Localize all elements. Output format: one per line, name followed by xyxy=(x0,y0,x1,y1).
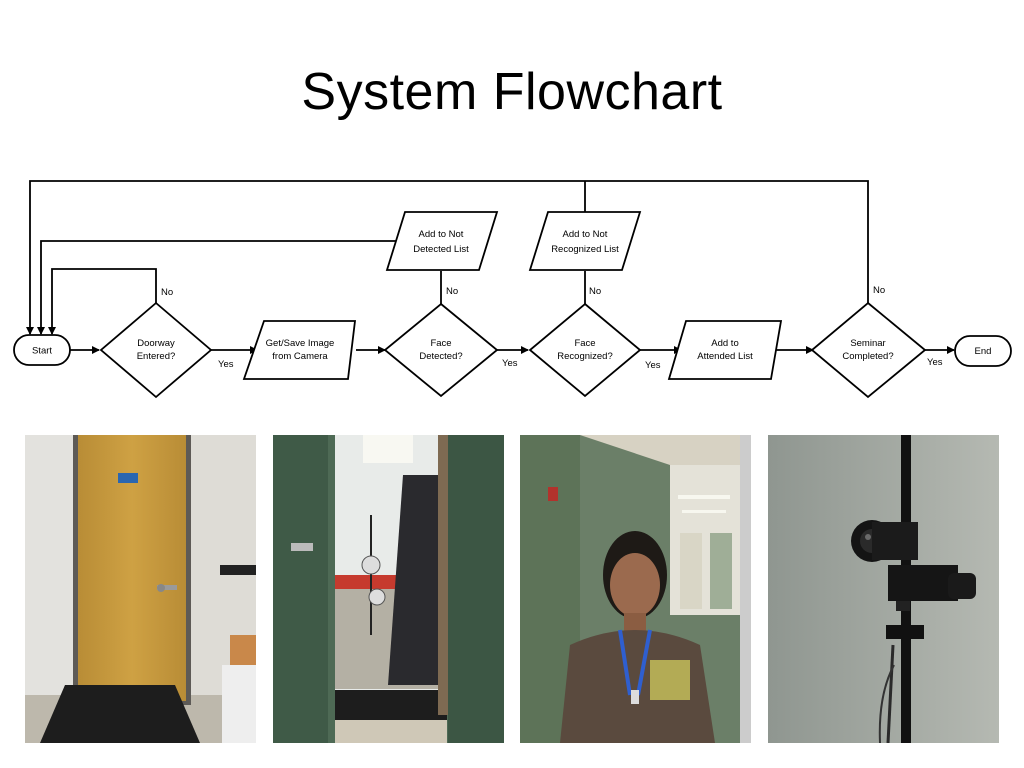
photo-doorway-door xyxy=(25,435,256,743)
seminar-completed-decision: Seminar Completed? xyxy=(810,301,927,399)
facedetected-label-line2: Detected? xyxy=(419,351,462,362)
feedback-loops xyxy=(26,180,869,335)
end-label: End xyxy=(975,346,992,357)
not-detected-list: Add to Not Detected List xyxy=(385,211,499,271)
not-recognized-list: Add to Not Recognized List xyxy=(528,211,642,271)
slide-title: System Flowchart xyxy=(301,63,723,121)
yes-label-facedetected: Yes xyxy=(502,358,518,369)
photo-camera-on-tripod xyxy=(768,435,999,743)
photo-open-doorway-room xyxy=(273,435,504,743)
facedetected-label-line1: Face xyxy=(430,338,451,349)
notrecognized-label-line1: Add to Not xyxy=(563,229,608,240)
doorway-label-line2: Entered? xyxy=(137,351,176,362)
no-label-facedetected: No xyxy=(446,286,458,297)
start-label: Start xyxy=(32,346,52,357)
attended-label-line1: Add to xyxy=(711,338,738,349)
seminar-label-line2: Completed? xyxy=(842,351,893,362)
end-terminal: End xyxy=(954,335,1012,367)
no-label-facerecognized: No xyxy=(589,286,601,297)
yes-label-facerecognized: Yes xyxy=(645,360,661,371)
face-detected-decision: Face Detected? xyxy=(383,302,499,398)
add-attended-process: Add to Attended List xyxy=(667,320,783,380)
seminar-label-line1: Seminar xyxy=(850,338,885,349)
attended-label-line2: Attended List xyxy=(697,351,753,362)
photo-person-in-hallway xyxy=(520,435,751,743)
no-label-doorway: No xyxy=(161,287,173,298)
yes-label-doorway: Yes xyxy=(218,359,234,370)
start-terminal: Start xyxy=(13,334,71,366)
loop-notdetected xyxy=(37,240,396,335)
loop-top xyxy=(26,180,869,335)
doorway-label-line1: Doorway xyxy=(137,338,175,349)
system-flowchart: Start Doorway Entered? Get/Save Image fr… xyxy=(13,180,1012,399)
notrecognized-label-line2: Recognized List xyxy=(551,244,619,255)
doorway-decision: Doorway Entered? xyxy=(99,301,213,399)
loop-doorway-no xyxy=(48,268,157,335)
facerecognized-label-line1: Face xyxy=(574,338,595,349)
facerecognized-label-line2: Recognized? xyxy=(557,351,612,362)
notdetected-label-line1: Add to Not xyxy=(419,229,464,240)
get-image-process: Get/Save Image from Camera xyxy=(242,320,357,380)
notdetected-label-line2: Detected List xyxy=(413,244,469,255)
getimage-label-line1: Get/Save Image xyxy=(266,338,335,349)
face-recognized-decision: Face Recognized? xyxy=(528,302,642,398)
yes-label-seminar: Yes xyxy=(927,357,943,368)
getimage-label-line2: from Camera xyxy=(272,351,328,362)
no-label-seminar: No xyxy=(873,285,885,296)
